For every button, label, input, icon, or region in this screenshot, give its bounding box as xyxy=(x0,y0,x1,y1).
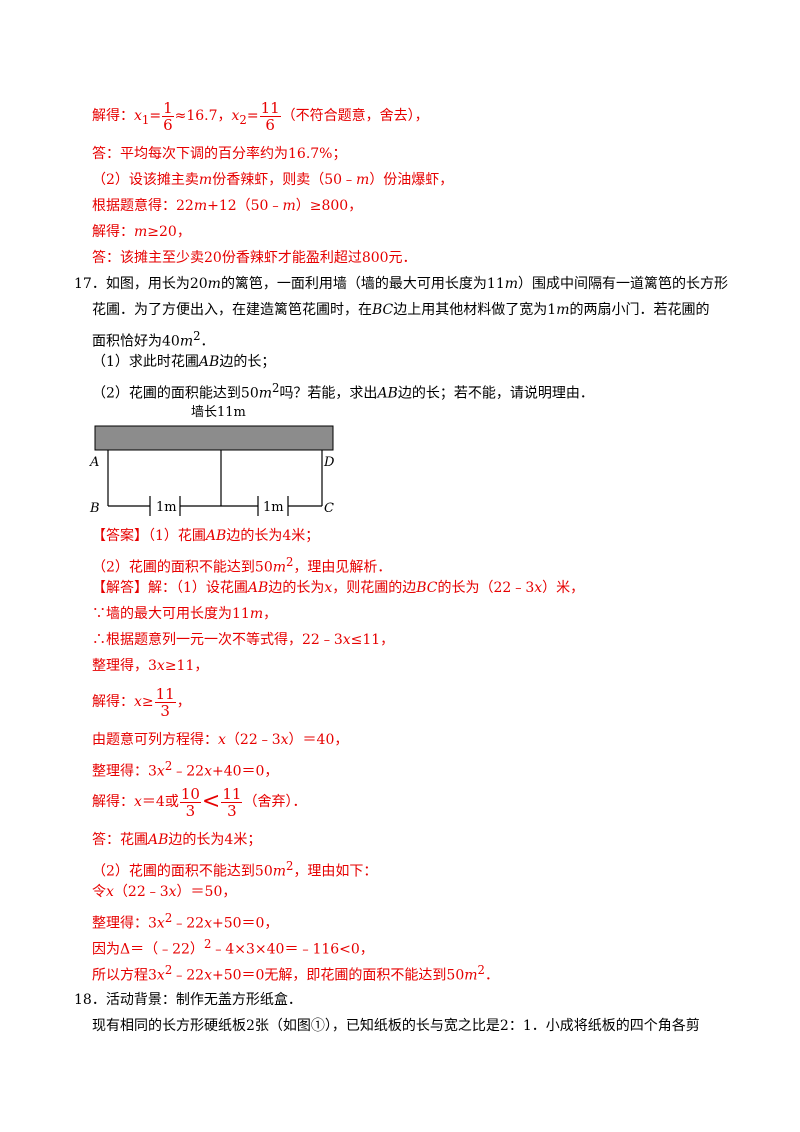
answer-shrimp-line: 答：该摊主至少卖20份香辣虾才能盈利超过800元． xyxy=(92,250,417,266)
wall-label: 墙长11m xyxy=(191,405,246,420)
q18-line2: 现有相同的长方形硬纸板2张（如图①），已知纸板的长与宽之比是2：1．小成将纸板的… xyxy=(92,1018,700,1034)
solution-line12: 整理得：3x2﹣22x+50＝0， xyxy=(92,911,279,932)
door1-label: 1m xyxy=(156,500,177,515)
q17-para-line1: 17．如图，用长为20m的篱笆，一面利用墙（墙的最大可用长度为11m）围成中间隔… xyxy=(74,276,729,292)
solution-line3: ∴根据题意列一元一次不等式得，22﹣3x≤11， xyxy=(92,632,395,648)
q17-para-line3: 面积恰好为40m2． xyxy=(92,329,215,350)
solution-line11: 令x（22﹣3x）＝50， xyxy=(92,884,237,900)
solution-line13: 因为Δ＝（﹣22）2﹣4×3×40＝﹣116<0， xyxy=(92,937,374,958)
inequality-line: 根据题意得：22m+12（50﹣m）≥800， xyxy=(92,198,363,214)
door2-label: 1m xyxy=(263,500,284,515)
q17-sub1: （1）求此时花圃AB边的长； xyxy=(92,354,276,370)
part2-setup-line: （2）设该摊主卖m份香辣虾，则卖（50﹣m）份油爆虾， xyxy=(92,172,454,188)
garden-figure: 墙长11m 1m 1m A D B C xyxy=(89,405,335,516)
label-C: C xyxy=(324,501,334,516)
answer-line1: 【答案】（1）花圃AB边的长为4米； xyxy=(92,528,320,544)
circled-one-icon: ① xyxy=(310,1018,325,1034)
label-A: A xyxy=(89,455,99,470)
solution-line14: 所以方程3x2﹣22x+50＝0无解，即花圃的面积不能达到50m2． xyxy=(92,963,499,984)
solution-line7: 整理得：3x2﹣22x+40＝0， xyxy=(92,759,279,780)
q18-line1: 18．活动背景：制作无盖方形纸盒． xyxy=(74,992,302,1008)
answer-line2: （2）花圃的面积不能达到50m2，理由见解析． xyxy=(92,555,392,576)
solution-line4: 整理得，3x≥11， xyxy=(92,658,209,674)
q17-sub2: （2）花圃的面积能达到50m2吗？若能，求出AB边的长；若不能，请说明理由． xyxy=(92,381,594,402)
solution-line2: ∵墙的最大可用长度为11m， xyxy=(92,606,278,622)
wall xyxy=(94,425,334,451)
label-D: D xyxy=(323,455,335,470)
solve-m-line: 解得：m≥20， xyxy=(92,224,191,240)
solution-line1: 【解答】解：（1）设花圃AB边的长为x，则花圃的边BC的长为（22﹣3x）米， xyxy=(92,580,585,596)
label-B: B xyxy=(89,501,100,516)
answer-rate-line: 答：平均每次下调的百分率约为16.7%； xyxy=(92,146,347,162)
q17-para-line2: 花圃．为了方便出入，在建造篱笆花圃时，在BC边上用其他材料做了宽为1m的两扇小门… xyxy=(92,302,710,318)
solution-line9: 答：花圃AB边的长为4米； xyxy=(92,832,262,848)
solution-line10: （2）花圃的面积不能达到50m2，理由如下： xyxy=(92,859,378,880)
solution-line6: 由题意可列方程得：x（22﹣3x）＝40， xyxy=(92,732,349,748)
